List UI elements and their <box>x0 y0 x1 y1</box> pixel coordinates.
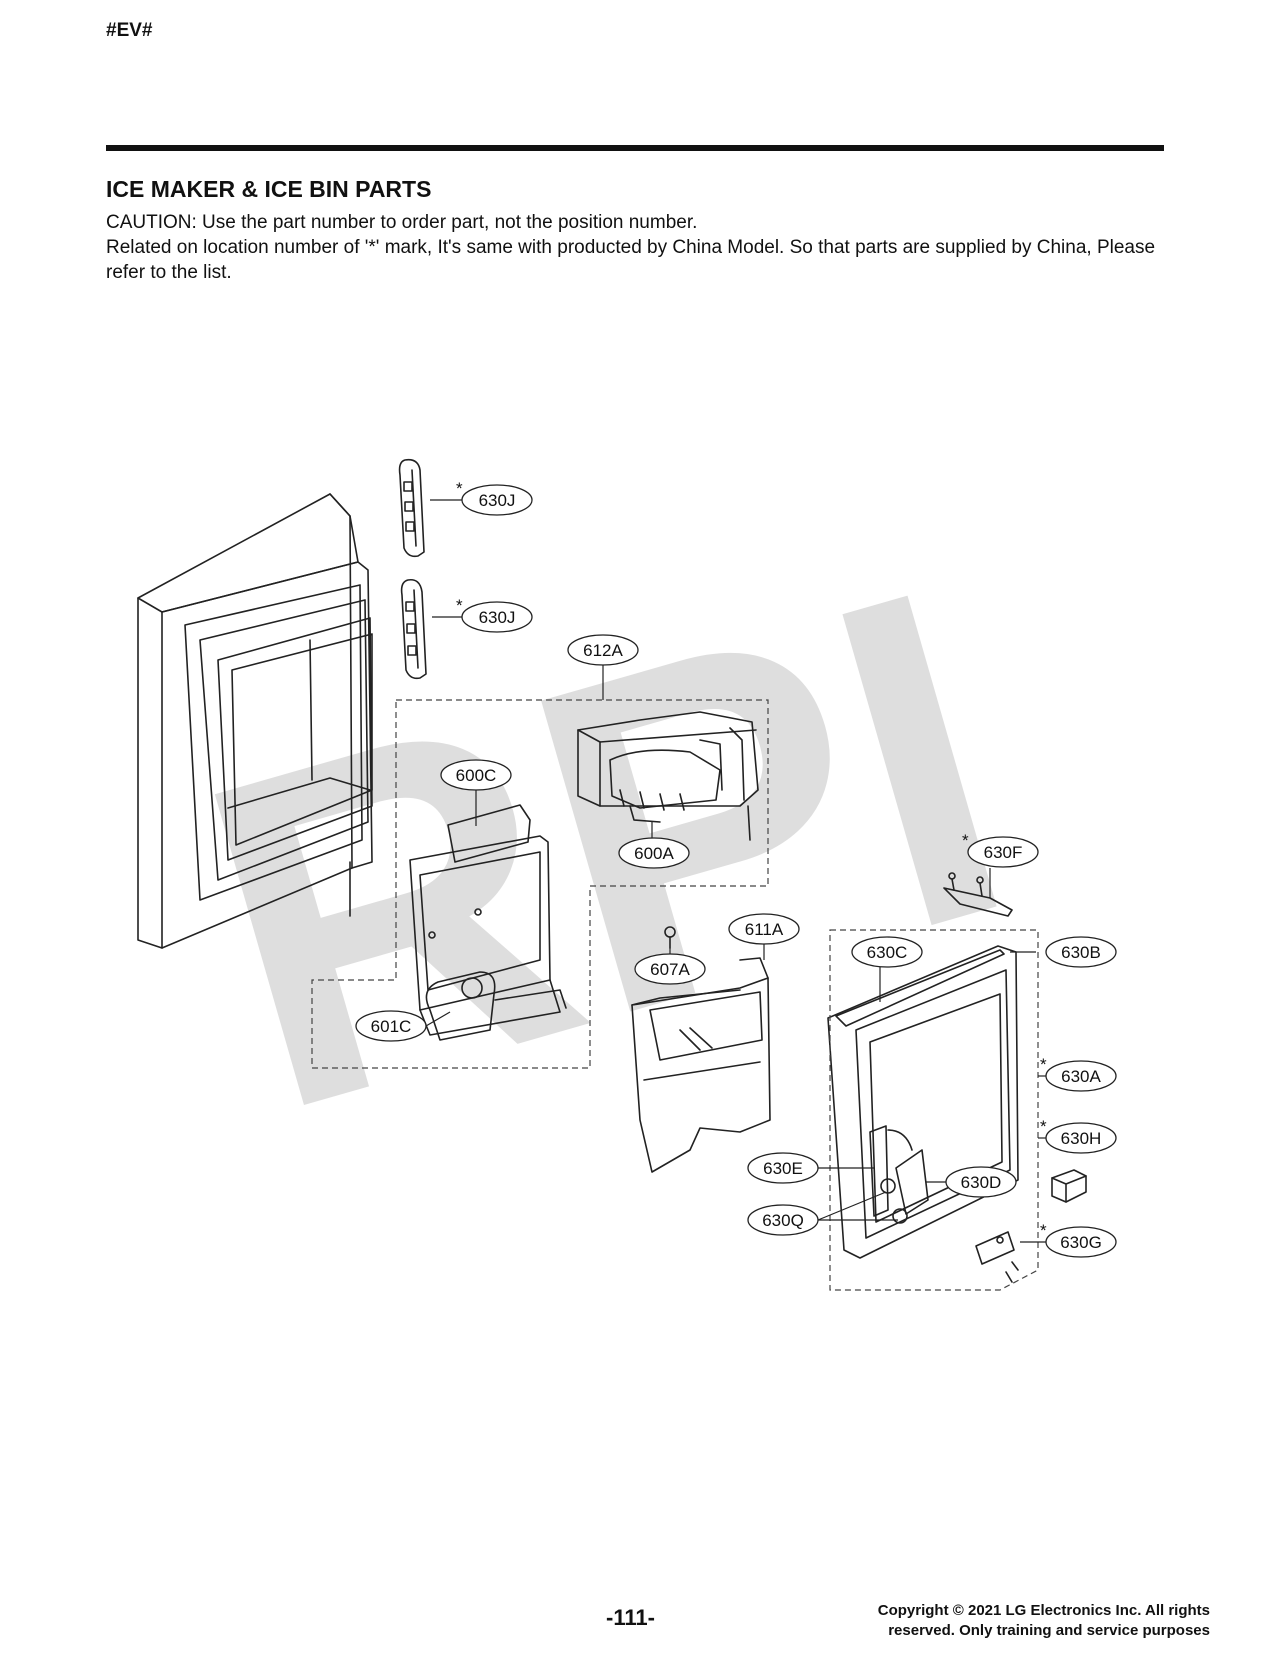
callout-label-601c: 601C <box>371 1017 412 1036</box>
callout-600c <box>440 759 512 791</box>
star-mark-630j-lower: * <box>456 596 463 615</box>
section-title: ICE MAKER & ICE BIN PARTS <box>106 176 432 202</box>
callout-label-630j-upper: 630J <box>479 491 516 510</box>
china-model-note: Related on location number of '*' mark, … <box>106 237 1156 283</box>
callout-630a <box>1045 1060 1117 1092</box>
copyright-notice: Copyright © 2021 LG Electronics Inc. All… <box>790 1601 1210 1641</box>
callout-630b <box>1045 936 1117 968</box>
watermark-text: RPI <box>157 489 1055 1210</box>
ice-bin <box>631 957 771 1173</box>
star-mark-630a: * <box>1040 1055 1047 1074</box>
callout-630j-upper <box>461 484 533 516</box>
part-630h <box>1051 1169 1087 1203</box>
callout-label-630b: 630B <box>1061 943 1101 962</box>
callout-600a <box>618 837 690 869</box>
callout-630g <box>1045 1226 1117 1258</box>
callout-label-630e: 630E <box>763 1159 803 1178</box>
callout-label-630a: 630A <box>1061 1067 1101 1086</box>
callout-label-630d: 630D <box>961 1173 1002 1192</box>
callout-label-607a: 607A <box>650 960 690 979</box>
header-rule <box>106 145 1164 151</box>
callout-label-630g: 630G <box>1060 1233 1102 1252</box>
star-mark-630h: * <box>1040 1117 1047 1136</box>
callout-label-630j-lower: 630J <box>479 608 516 627</box>
caution-text: CAUTION: Use the part number to order pa… <box>106 212 698 233</box>
callout-630f <box>967 836 1039 868</box>
callout-611a <box>728 913 800 945</box>
doc-tag: #EV# <box>106 20 153 41</box>
door-liner-frame <box>137 493 373 949</box>
callout-630h <box>1045 1122 1117 1154</box>
ice-bin-door <box>827 945 1019 1259</box>
screw-607a <box>664 926 676 949</box>
callout-label-630f: 630F <box>984 843 1023 862</box>
bracket-630f <box>943 872 1013 917</box>
page-number: -111- <box>606 1605 655 1630</box>
copyright-line-2: reserved. Only training and service purp… <box>888 1622 1210 1639</box>
copyright-line-1: Copyright © 2021 LG Electronics Inc. All… <box>877 1602 1210 1619</box>
callout-607a <box>634 953 706 985</box>
star-mark-630f: * <box>962 831 969 850</box>
callout-630j-lower <box>461 601 533 633</box>
ice-maker-assembly <box>577 711 759 841</box>
callout-label-612a: 612A <box>583 641 623 660</box>
hinge-bracket-630j-lower <box>400 578 427 680</box>
callout-label-611a: 611A <box>745 920 784 939</box>
callout-label-600a: 600A <box>634 844 674 863</box>
ice-maker-group-outline <box>311 699 769 1069</box>
callout-612a <box>567 634 639 666</box>
callout-630q <box>747 1204 819 1236</box>
callout-630d <box>945 1166 1017 1198</box>
door-group-outline <box>829 929 1039 1291</box>
callout-601c <box>355 1010 427 1042</box>
callout-630e <box>747 1152 819 1184</box>
part-630g <box>975 1231 1019 1283</box>
callout-label-600c: 600C <box>456 766 497 785</box>
callout-label-630h: 630H <box>1061 1129 1102 1148</box>
star-mark-630j-upper: * <box>456 479 463 498</box>
callout-630c <box>851 936 923 968</box>
callout-label-630c: 630C <box>867 943 908 962</box>
callout-label-630q: 630Q <box>762 1211 804 1230</box>
star-mark-630g: * <box>1040 1221 1047 1240</box>
hinge-bracket-630j-upper <box>398 458 425 558</box>
